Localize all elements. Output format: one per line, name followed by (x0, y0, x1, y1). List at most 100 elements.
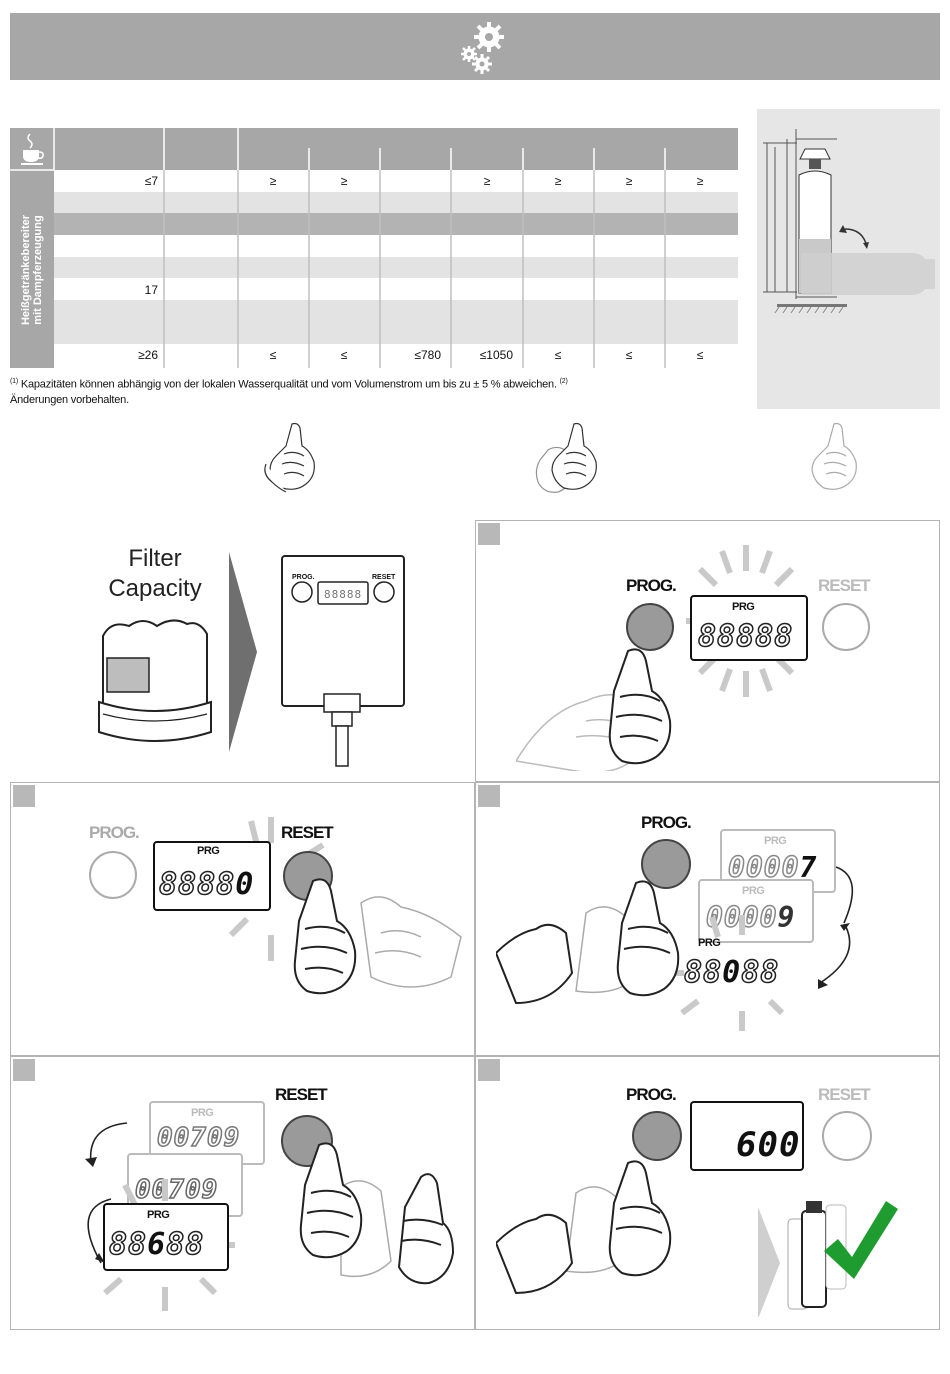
hands-press-icon (299, 1142, 455, 1285)
lcd-digits-ghost: 8888 (158, 866, 236, 903)
filter-capacity-label: Filter Capacity (95, 544, 215, 604)
lcd-digits: 88880 (158, 866, 255, 903)
lcd-digits: 88888 (697, 618, 794, 655)
filter-tilt-icon (763, 129, 935, 314)
panel-step-5: PROG. RESET 600 (475, 1056, 940, 1330)
hand-one-finger-icon (264, 422, 315, 493)
device-reset-label: RESET (372, 574, 396, 581)
lcd-display-3: PRG 88688 (103, 1203, 229, 1271)
capacity-table: Heißgetränkebereiter mit Dampferzeugung … (10, 128, 738, 368)
hand-press-icon (496, 1160, 672, 1295)
reset-button[interactable] (822, 603, 870, 651)
table-row-hardness: ≥26 (138, 348, 158, 362)
step-marker (13, 785, 35, 807)
lcd3-tail: 88 (165, 1226, 205, 1263)
filter-capacity-line2: Capacity (108, 575, 202, 602)
table-cell: ≤1050 (479, 348, 513, 362)
table-cell: ≤780 (414, 348, 441, 362)
step-marker (13, 1059, 35, 1081)
lcd-tag: PRG (191, 1107, 214, 1119)
table-cell: ≥ (696, 174, 704, 188)
prog-label: PROG. (89, 823, 140, 842)
panel-step-3: PROG. PRG 00007 PRG 00009 PRG 88088 (475, 782, 940, 1056)
hand-press-icon (293, 878, 462, 995)
footnote-line1: Kapazitäten können abhängig von der loka… (17, 378, 560, 391)
filter-capacity-line1: Filter (128, 545, 182, 572)
hand-press-icon (496, 880, 680, 1005)
lcd-digits: 88688 (108, 1226, 205, 1263)
side-label-line1: Heißgetränkebereiter (20, 214, 32, 326)
lcd-tag: PRG (732, 601, 755, 613)
lcd1-last: 7 (799, 851, 818, 884)
checkmark-icon (824, 1201, 898, 1279)
instruction-grid: Filter Capacity PROG. RESET 88888 (10, 520, 940, 1330)
table-cell: ≤ (554, 348, 562, 362)
reset-label: RESET (281, 823, 334, 842)
lcd2-digits: 00709 (134, 1174, 219, 1206)
table-cell: ≤ (340, 348, 348, 362)
lcd2-last: 9 (777, 901, 796, 934)
reset-label: RESET (275, 1085, 328, 1104)
lcd3-tail: 88 (740, 954, 780, 991)
reset-label: RESET (818, 576, 871, 595)
lcd-display: PRG 88888 (690, 595, 808, 661)
footnote: (1) Kapazitäten können abhängig von der … (10, 374, 710, 408)
side-label: Heißgetränkebereiter mit Dampferzeugung (10, 128, 54, 368)
lcd-display: 600 (690, 1101, 804, 1171)
lcd-digit-active: 0 (235, 867, 255, 902)
gears-icon (461, 22, 504, 74)
prog-button[interactable] (632, 1111, 682, 1161)
panel-intro: Filter Capacity PROG. RESET 88888 (10, 520, 475, 782)
lcd-tag: PRG (147, 1209, 170, 1221)
table-row-hardness: 17 (144, 283, 158, 297)
prog-button[interactable] (89, 851, 137, 899)
reset-button[interactable] (281, 1115, 333, 1167)
hand-press-icon (516, 648, 672, 771)
prog-label: PROG. (626, 1085, 677, 1104)
lcd-tag: PRG (197, 845, 220, 857)
step-marker (478, 1059, 500, 1081)
header-bar (10, 13, 940, 80)
prog-button[interactable] (626, 603, 674, 651)
lcd3-mid: 6 (147, 1227, 167, 1262)
table-row-hardness: ≤7 (144, 174, 158, 188)
table-cell: ≤ (625, 348, 633, 362)
reset-label: RESET (818, 1085, 871, 1104)
table-cell: ≤ (269, 348, 277, 362)
filter-orientation-diagram (757, 109, 940, 409)
filter-cartridge-icon (98, 619, 212, 742)
step-marker (478, 523, 500, 545)
lcd-display: PRG 88880 (153, 841, 271, 911)
control-box-icon (281, 555, 405, 767)
table-cell: ≥ (625, 174, 633, 188)
reset-button[interactable] (822, 1111, 872, 1161)
prog-button[interactable] (641, 839, 691, 889)
table-cell: ≥ (269, 174, 277, 188)
lcd3-mid: 0 (722, 955, 742, 990)
coffee-cup-icon (21, 133, 44, 165)
footnote-line2: Änderungen vorbehalten. (10, 393, 129, 406)
filter-replacement-icon (758, 1201, 847, 1317)
arrow-right-icon (229, 552, 257, 752)
table-cell: ≥ (554, 174, 562, 188)
lcd1-digits: 00709 (156, 1122, 241, 1154)
lcd-digits: 88088 (683, 954, 780, 991)
table-cell: ≤ (696, 348, 704, 362)
lcd-tag: PRG (742, 885, 765, 897)
lcd3-head: 88 (683, 954, 723, 991)
table-cell: ≥ (340, 174, 348, 188)
lcd3-head: 88 (108, 1226, 148, 1263)
table-grid (10, 128, 738, 368)
footnote-marker-2: (2) (559, 378, 568, 385)
hand-three-fingers-icon (811, 422, 857, 490)
side-label-line2: mit Dampferzeugung (32, 215, 44, 325)
prog-label: PROG. (641, 813, 692, 832)
panel-step-2: PROG. RESET PRG 88880 (10, 782, 475, 1056)
lcd-tag: PRG (698, 937, 721, 949)
hand-two-fingers-icon (535, 422, 597, 493)
cycle-arrows-icon (818, 866, 854, 989)
table-cell: ≥ (483, 174, 491, 188)
cycle-arrows-icon (85, 1122, 128, 1264)
lcd-digits: 600 (736, 1125, 801, 1165)
step-marker (478, 785, 500, 807)
